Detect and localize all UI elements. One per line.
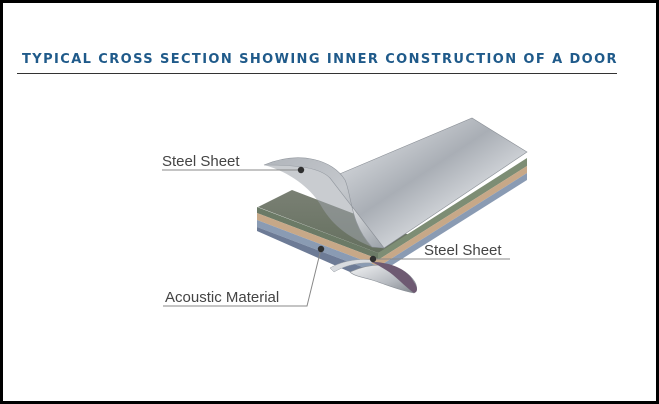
steel-end-face	[257, 207, 378, 259]
label-top-steel-sheet: Steel Sheet	[162, 153, 240, 170]
blue-layer-end-face	[257, 220, 378, 273]
callout-dot-top-sheet	[297, 166, 305, 174]
label-acoustic-material: Acoustic Material	[165, 289, 279, 306]
tan-layer-side	[378, 166, 527, 267]
callout-top-steel-sheet: Steel Sheet	[162, 153, 305, 174]
bottom-curl-lining	[372, 262, 417, 293]
diagram-title: TYPICAL CROSS SECTION SHOWING INNER CONS…	[22, 52, 618, 67]
blue-layer-side	[378, 173, 527, 274]
bottom-sheet-tail	[329, 259, 373, 273]
callout-bottom-steel-sheet: Steel Sheet	[369, 242, 510, 263]
callout-dot-acoustic	[317, 245, 325, 253]
tan-layer-end-face	[257, 213, 378, 266]
callout-dot-bottom-sheet	[369, 255, 377, 263]
title-underline	[17, 73, 617, 74]
callout-acoustic-material: Acoustic Material	[163, 245, 325, 307]
top-curl-underside	[264, 157, 372, 247]
label-bottom-steel-sheet: Steel Sheet	[424, 242, 502, 259]
green-layer-side	[378, 158, 527, 260]
